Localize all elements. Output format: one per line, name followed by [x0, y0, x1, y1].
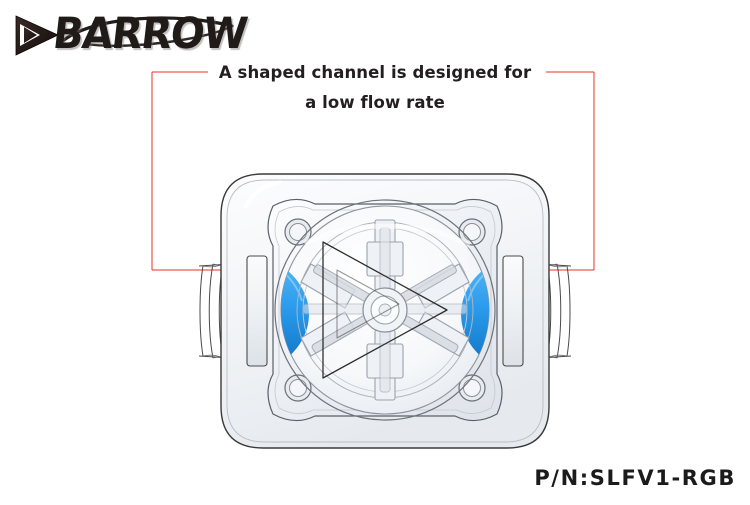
caption-block: A shaped channel is designed for a low f…: [150, 58, 600, 118]
body-highlight: [243, 180, 282, 209]
screw-bottom-right: [458, 374, 486, 402]
flow-channel-right: [461, 258, 489, 364]
flow-channel-group: [281, 258, 489, 364]
brand-header: BARROW: [0, 0, 320, 66]
chamber-outer-ring: [274, 199, 496, 421]
screw-top-right: [458, 218, 486, 246]
window-highlight: [303, 223, 471, 249]
port-collar-left: [246, 255, 268, 367]
mounting-screws: [284, 218, 486, 402]
housing-inner-edge: [226, 179, 544, 443]
screw-top-left: [284, 218, 312, 246]
port-collar-right: [502, 255, 524, 367]
part-number-label: P/N:SLFV1-RGB: [534, 466, 736, 490]
screw-bottom-left: [284, 374, 312, 402]
caption-line-2: a low flow rate: [305, 93, 445, 112]
brand-wordmark: BARROW: [50, 9, 306, 60]
triangle-arrow-icon: [8, 13, 68, 59]
flange-inner-edge: [274, 206, 496, 414]
caption-line-1: A shaped channel is designed for: [218, 63, 532, 82]
impeller-rotor: [300, 219, 470, 401]
flow-channel-left: [281, 258, 309, 364]
etched-arrow-logo: [322, 241, 448, 379]
product-flow-meter-drawing: [185, 138, 585, 468]
brand-name-text: BARROW: [50, 9, 249, 59]
